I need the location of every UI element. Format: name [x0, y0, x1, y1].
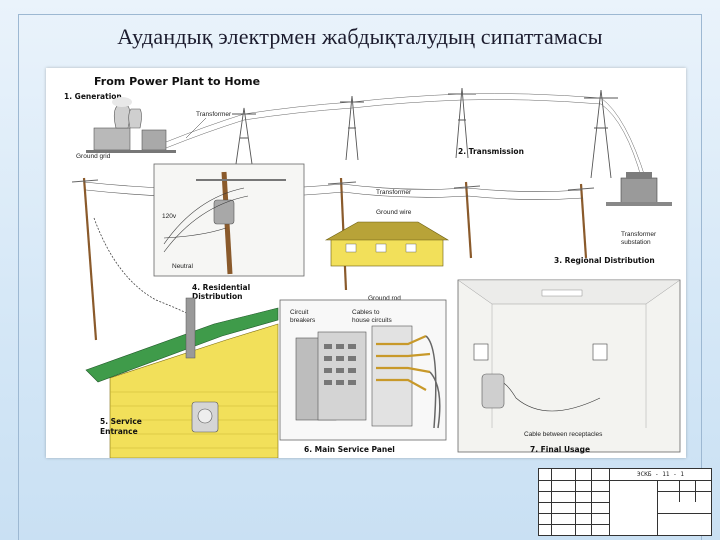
title-block-rule: [679, 480, 680, 502]
frame-border-left: [18, 14, 19, 540]
frame-border-top: [18, 14, 702, 15]
label-neutral: Neutral: [172, 263, 194, 270]
label-transmission: 2. Transmission: [458, 147, 524, 156]
label-service-entrance-2: Entrance: [100, 427, 138, 436]
main-service-panel-inset: [279, 299, 447, 441]
transformer-substation-icon: [606, 172, 672, 206]
label-circuit-breakers-2: breakers: [290, 317, 316, 324]
transmission-towers: [165, 87, 647, 181]
pole-crossarms: [71, 179, 595, 191]
label-regional-distribution: 3. Regional Distribution: [554, 256, 655, 265]
title-block-rule: [551, 469, 552, 535]
power-distribution-diagram: From Power Plant to Home 1. Generation G…: [46, 68, 686, 458]
diagram-heading: From Power Plant to Home: [94, 75, 260, 88]
power-plant-icon: [86, 97, 176, 153]
residential-distribution-inset: [153, 163, 305, 277]
drawing-title-block: ЭСКБ - 11 - 1: [538, 468, 712, 536]
title-block-rule: [591, 469, 592, 535]
label-voltage: 120v: [162, 213, 177, 220]
label-transformer-top: Transformer: [196, 111, 232, 118]
label-cables-2: house circuits: [352, 317, 392, 324]
label-cables-1: Cables to: [352, 309, 380, 316]
title-block-rule: [657, 480, 658, 535]
title-block-rule: [657, 513, 711, 514]
label-ground-rod: Ground rod: [368, 295, 401, 302]
diagram-illustration: From Power Plant to Home 1. Generation G…: [64, 75, 681, 458]
title-block-rule: [539, 513, 609, 514]
frame-border-right: [701, 14, 702, 540]
title-block-rule: [657, 491, 711, 492]
label-ground-wire: Ground wire: [376, 209, 412, 216]
title-block-rule: [539, 491, 609, 492]
title-block-rule: [609, 469, 610, 535]
label-transformer-mid: Transformer: [376, 189, 412, 196]
label-circuit-breakers-1: Circuit: [290, 309, 309, 316]
label-service-entrance-1: 5. Service: [100, 417, 142, 426]
title-block-rule: [539, 524, 609, 525]
title-block-rule: [695, 480, 696, 502]
title-block-rule: [575, 469, 576, 535]
label-final-usage: 7. Final Usage: [530, 445, 590, 454]
final-usage-room-inset: [457, 279, 681, 453]
title-block-code: ЭСКБ - 11 - 1: [637, 471, 684, 478]
house-service-entrance: [85, 297, 279, 458]
title-block-rule: [539, 502, 609, 503]
slide-title: Аудандық электрмен жабдықталудың сипатта…: [117, 24, 603, 49]
label-main-service-panel: 6. Main Service Panel: [304, 445, 395, 454]
label-residential-distribution-1: 4. Residential: [192, 283, 250, 292]
label-cable-receptacles: Cable between receptacles: [524, 431, 603, 438]
title-block-rule: [539, 480, 711, 481]
label-transformer-substation-1: Transformer: [621, 231, 657, 238]
label-transformer-substation-2: substation: [621, 239, 651, 246]
label-generation: 1. Generation: [64, 92, 122, 101]
label-ground-grid: Ground grid: [76, 153, 111, 160]
house-regional-icon: [324, 221, 450, 267]
label-residential-distribution-2: Distribution: [192, 292, 242, 301]
